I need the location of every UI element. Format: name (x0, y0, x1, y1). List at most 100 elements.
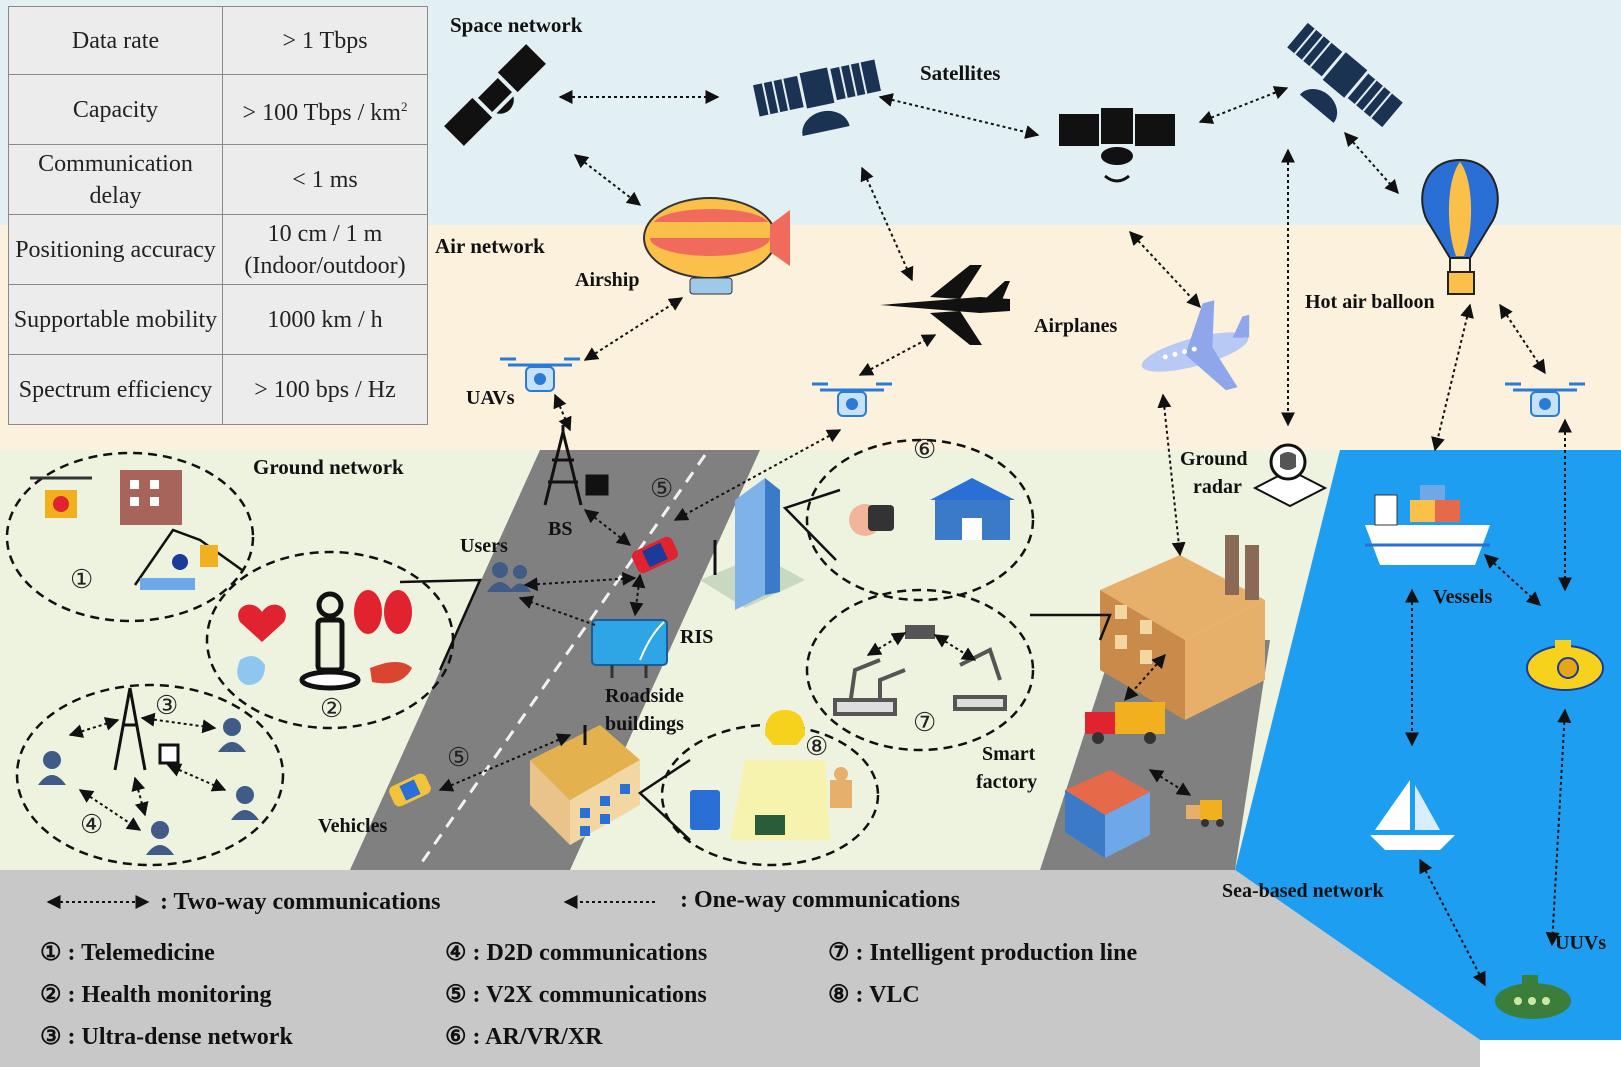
link-two-way (78, 789, 142, 831)
lungs-icon (354, 590, 412, 634)
link-two-way (1344, 131, 1399, 195)
liver-icon (370, 662, 412, 684)
link-two-way (553, 393, 572, 432)
link-two-way (1431, 303, 1474, 452)
tablet-icon (690, 790, 720, 830)
link-two-way (140, 712, 217, 734)
spec-value: > 100 bps / Hz (222, 354, 428, 425)
uav-icon (500, 357, 580, 392)
legend-item: ② : Health monitoring (40, 982, 272, 1008)
stomach-icon (237, 656, 265, 685)
link-two-way (1148, 769, 1192, 796)
link-two-way (1499, 303, 1546, 375)
hot-air-balloon-label: Hot air balloon (1305, 291, 1435, 313)
link-two-way (933, 634, 977, 661)
performance-spec-table: Data rate > 1 Tbps Capacity > 100 Tbps /… (8, 6, 428, 425)
users-icon (487, 562, 531, 592)
air-network-label: Air network (435, 234, 545, 258)
number-3: ③ (155, 691, 178, 720)
link-two-way (673, 429, 842, 521)
number-6: ⑥ (913, 435, 936, 464)
spec-row: Capacity > 100 Tbps / km2 (8, 74, 428, 145)
spec-row: Spectrum efficiency > 100 bps / Hz (8, 354, 428, 425)
uav-icon (1505, 382, 1585, 417)
number-2: ② (320, 694, 343, 723)
spec-row: Supportable mobility 1000 km / h (8, 284, 428, 355)
satellites-label: Satellites (920, 61, 1000, 85)
ultra-dense-network-ring (15, 683, 285, 867)
spec-row: Data rate > 1 Tbps (8, 6, 428, 75)
legend-two-way-text: : Two-way communications (160, 889, 440, 915)
number-5-road: ⑤ (650, 474, 673, 503)
hot-air-balloon-icon (1421, 158, 1499, 295)
airship-icon (643, 197, 790, 295)
number-1: ① (70, 565, 93, 594)
users-label: Users (460, 535, 508, 557)
link-two-way (131, 776, 149, 817)
legend-bg (0, 870, 1480, 1067)
legend-item: ① : Telemedicine (40, 940, 215, 966)
link-two-way (629, 573, 646, 617)
spec-value: 10 cm / 1 m (Indoor/outdoor) (222, 214, 428, 285)
laptop-icon (755, 815, 785, 835)
number-5-vehicle: ⑤ (447, 743, 470, 772)
link-two-way (1129, 230, 1201, 309)
spec-value: > 1 Tbps (222, 6, 428, 75)
telemedicine-ring (5, 451, 255, 623)
satellite-icon (753, 59, 881, 137)
spec-key: Supportable mobility (8, 284, 223, 355)
link-one-way (518, 595, 596, 626)
robot-icon (830, 767, 852, 808)
roadside-buildings-label-2: buildings (605, 713, 684, 735)
sea-network-label: Sea-based network (1222, 880, 1385, 902)
link-two-way (860, 166, 914, 282)
spec-key: Spectrum efficiency (8, 354, 223, 425)
airplanes-label: Airplanes (1034, 315, 1118, 337)
bs-label: BS (548, 518, 572, 540)
link-two-way (68, 717, 120, 738)
legend-item: ⑧ : VLC (828, 982, 920, 1008)
link-two-way (573, 154, 642, 206)
satellite-icon (444, 44, 546, 146)
ground-radar-icon (1252, 443, 1328, 508)
hospital-icon (120, 470, 182, 525)
passenger-plane-icon (1141, 300, 1250, 391)
uuvs-label: UUVs (1555, 932, 1606, 954)
link-two-way (583, 297, 684, 361)
link-two-way (858, 334, 937, 376)
ground-radar-label-2: radar (1193, 476, 1242, 498)
warehouse-icon (1065, 770, 1150, 858)
fighter-jet-icon (880, 265, 1010, 345)
vessels-label: Vessels (1433, 586, 1492, 608)
ground-radar-label-1: Ground (1180, 448, 1247, 470)
uuv-submarine-icon (1495, 975, 1571, 1019)
link-two-way (1157, 393, 1186, 557)
spec-key: Data rate (8, 6, 223, 75)
link-two-way (166, 763, 227, 792)
delivery-truck-icon (1085, 702, 1165, 744)
satellite-icon (1287, 22, 1403, 128)
cargo-ship-icon (1365, 485, 1490, 565)
forklift-icon (1186, 800, 1224, 827)
link-two-way (1483, 554, 1542, 606)
robot-arm-icon (833, 658, 906, 716)
link-two-way (1124, 653, 1166, 702)
legend-item: ④ : D2D communications (445, 940, 707, 966)
connector-line (1030, 613, 1112, 641)
connector-line (133, 528, 243, 586)
smart-factory-label-1: Smart (982, 743, 1036, 765)
spec-row: Communication delay < 1 ms (8, 144, 428, 215)
spec-value: > 100 Tbps / km2 (222, 74, 428, 145)
sailboat-icon (1370, 780, 1455, 850)
ground-network-label: Ground network (253, 455, 404, 479)
yellow-car-icon (389, 773, 431, 807)
legend-item: ⑦ : Intelligent production line (828, 940, 1137, 966)
uavs-label: UAVs (466, 387, 515, 409)
number-4: ④ (80, 810, 103, 839)
vr-headset-icon (849, 504, 894, 536)
legend-one-way-text: : One-way communications (680, 887, 960, 913)
spec-row: Positioning accuracy 10 cm / 1 m (Indoor… (8, 214, 428, 285)
spec-value: 1000 km / h (222, 284, 428, 355)
